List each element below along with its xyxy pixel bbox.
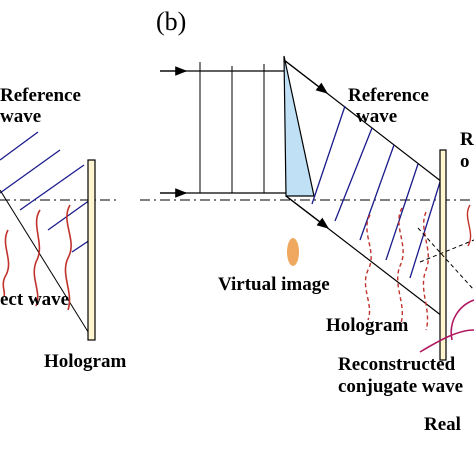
wavefront-line xyxy=(0,131,39,161)
wavefront-line xyxy=(47,199,91,231)
wavefront-line xyxy=(385,163,419,261)
left-reference-ray xyxy=(0,189,91,336)
left-reference-label-line2: wave xyxy=(0,106,41,127)
reconstruction-cone xyxy=(417,227,474,291)
wavefront-line xyxy=(19,164,85,211)
wavefront-line xyxy=(334,127,373,222)
left-reference-label-line1: Reference xyxy=(0,85,81,106)
wavefront-line xyxy=(0,149,61,194)
virtual-image-blob xyxy=(287,238,299,266)
right-hologram-label: Hologram xyxy=(326,315,408,336)
clipped-label-r: R xyxy=(460,129,474,150)
wavefront-line xyxy=(311,105,346,205)
left-panel: Reference wave ect wave Hologram xyxy=(0,85,126,372)
deflected-ray-bottom-arrow xyxy=(285,195,329,229)
left-object-wave xyxy=(2,204,72,311)
panel-label: (b) xyxy=(156,7,186,36)
wavefront-line xyxy=(71,239,91,253)
reconstructed-wave xyxy=(419,299,474,353)
right-object-wave xyxy=(364,207,430,331)
reconstructed-red-arc xyxy=(466,204,472,247)
right-panel: Reference wave Virtual image Hologram Re… xyxy=(140,55,474,435)
right-reference-wavefronts xyxy=(311,105,441,279)
deflected-ray-top-arrow xyxy=(283,59,328,94)
right-reference-label-line2: wave xyxy=(356,106,397,127)
right-reference-label-line1: Reference xyxy=(348,85,429,106)
left-hologram-label: Hologram xyxy=(44,351,126,372)
left-hologram-plate xyxy=(87,159,96,341)
wavefront-line xyxy=(359,144,395,241)
reconstructed-label-line2: conjugate wave xyxy=(338,376,463,397)
wavefront-line xyxy=(409,181,441,279)
reconstructed-label-line1: Reconstructed xyxy=(338,354,456,375)
left-object-wave-label: ect wave xyxy=(0,289,69,310)
real-image-label: Real xyxy=(424,414,461,435)
clipped-label-o: o xyxy=(460,151,470,172)
left-reference-wavefronts xyxy=(0,131,91,253)
virtual-image-label: Virtual image xyxy=(218,274,330,295)
prism xyxy=(283,55,315,197)
